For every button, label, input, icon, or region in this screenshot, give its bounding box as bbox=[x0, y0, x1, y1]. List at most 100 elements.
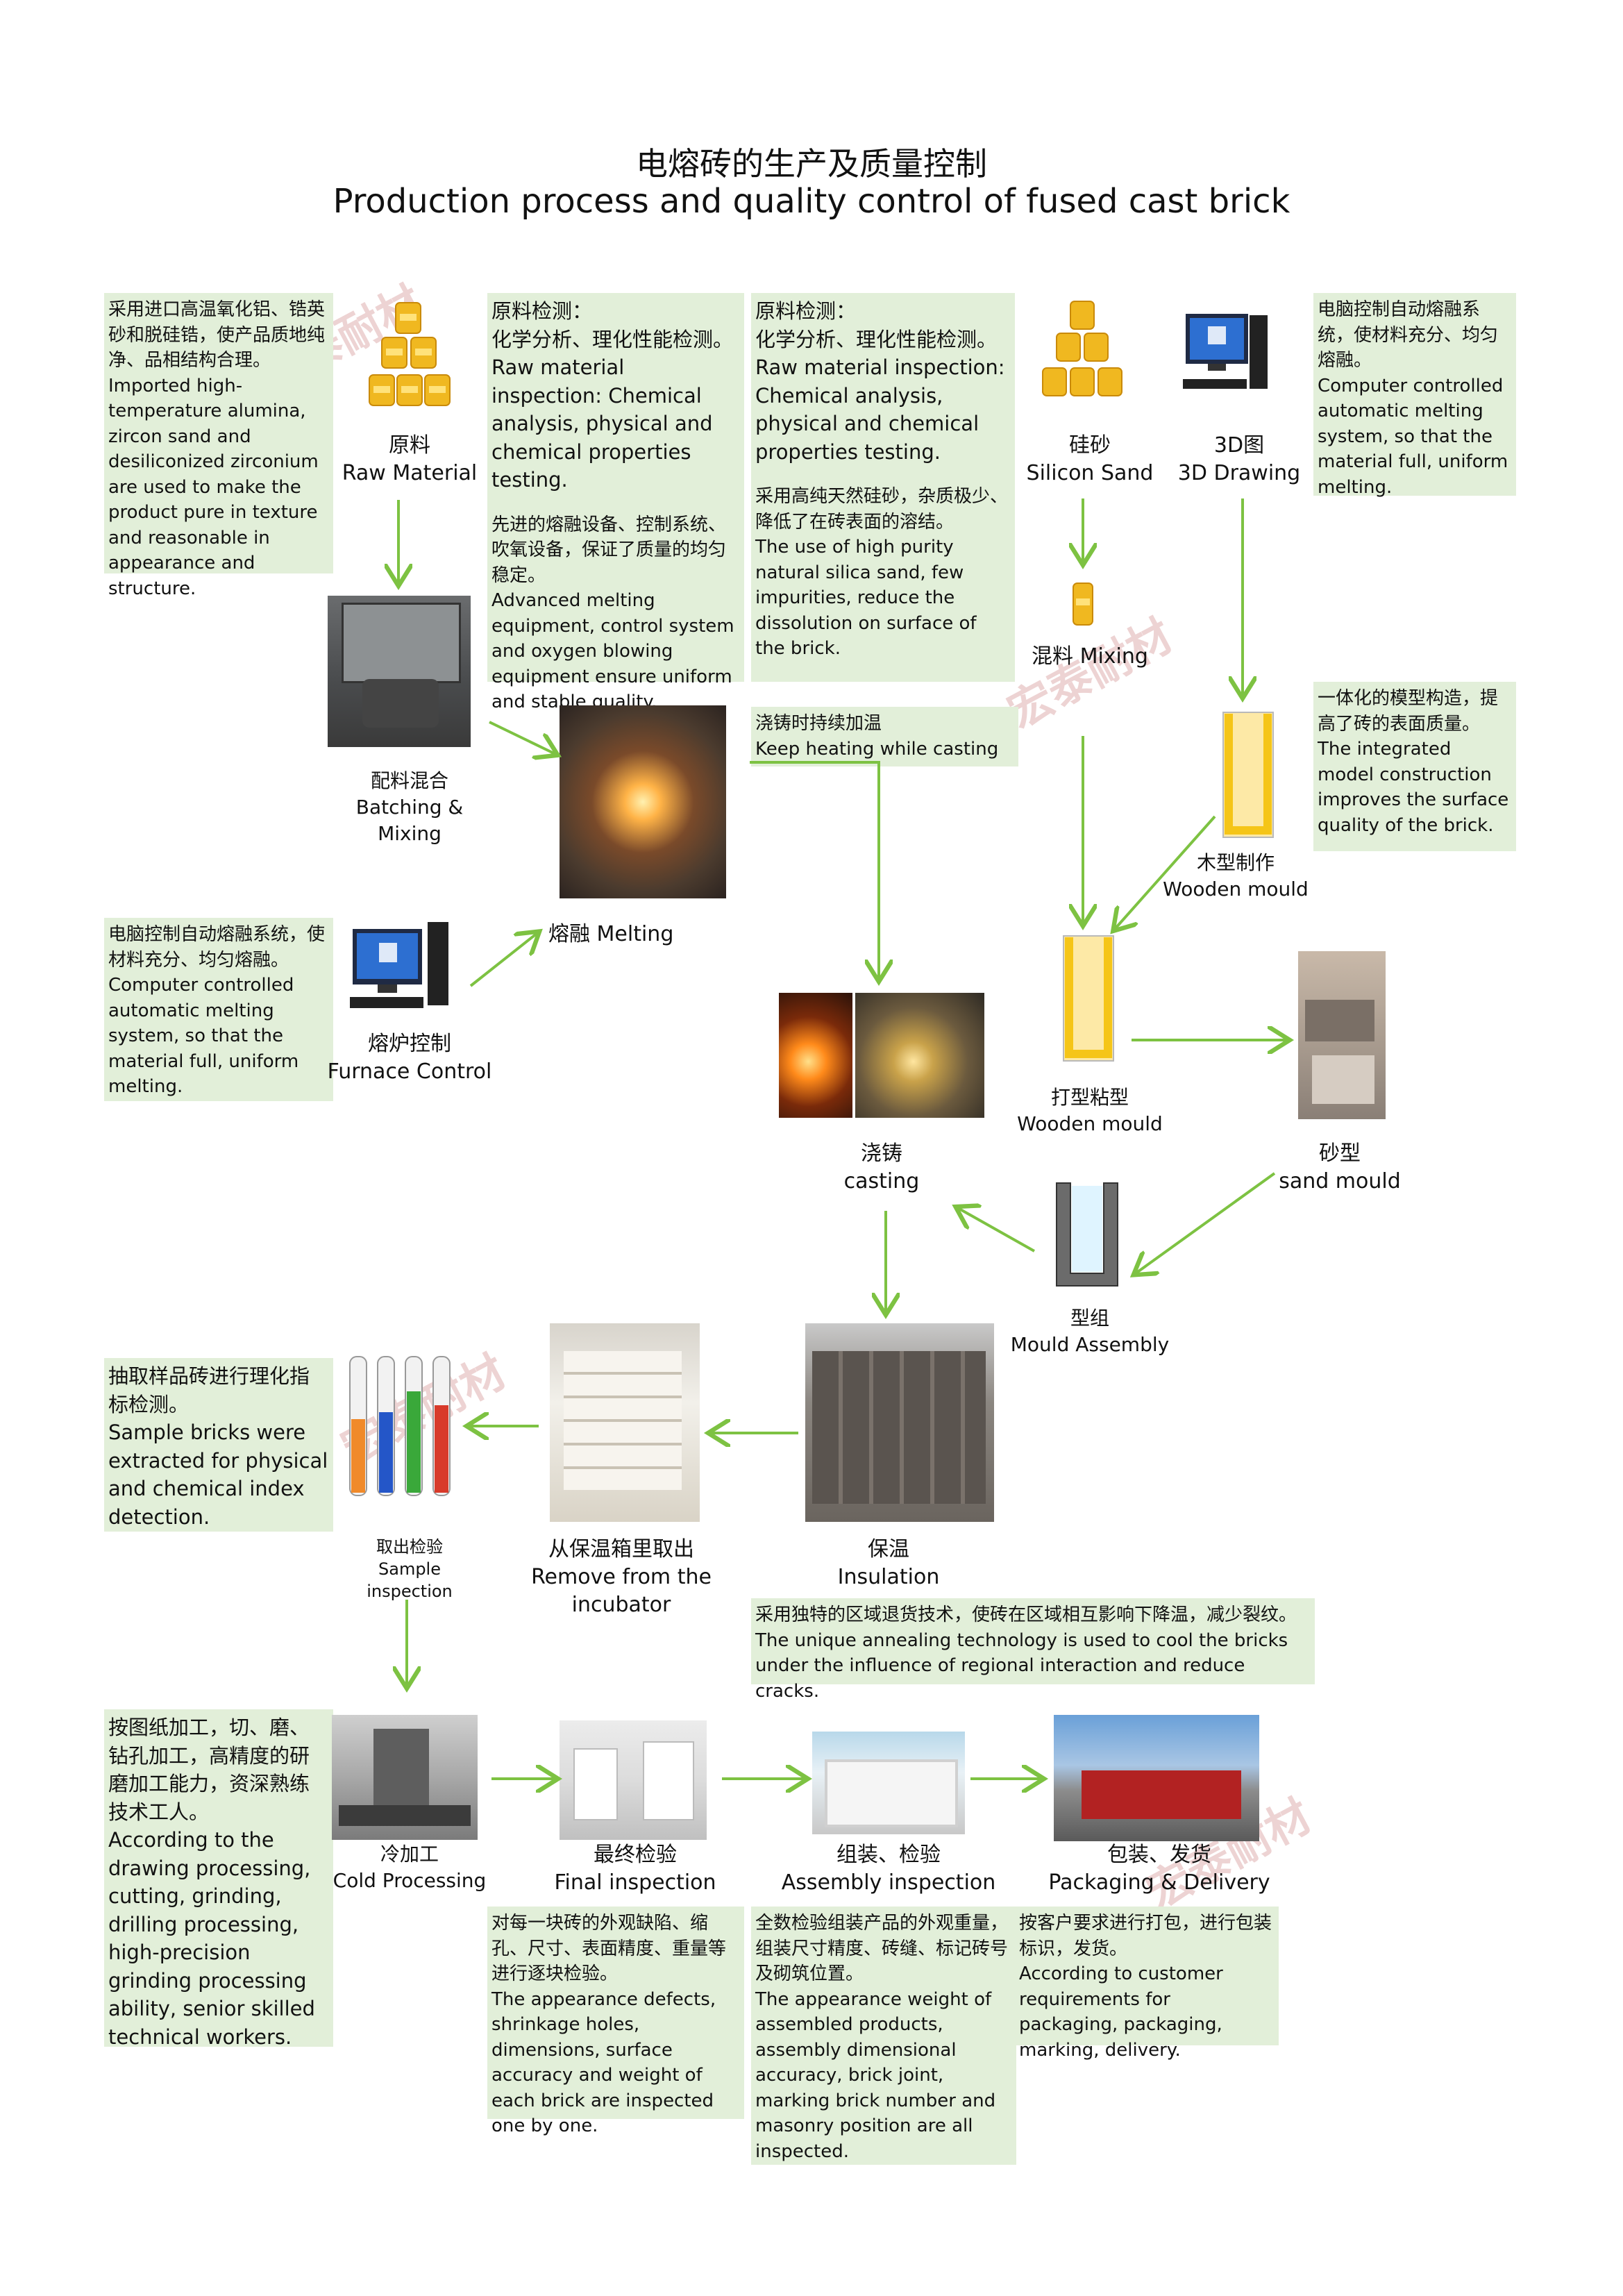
page-title-en: Production process and quality control o… bbox=[333, 182, 1290, 221]
arrow-assembly-to-casting bbox=[958, 1208, 1035, 1252]
note-en: Computer controlled automatic melting sy… bbox=[108, 975, 299, 1097]
label-silicon-sand: 硅砂 Silicon Sand bbox=[1014, 432, 1166, 487]
arrow-batching-to-melting bbox=[489, 721, 555, 754]
raw-material-barrels-icon bbox=[369, 302, 451, 406]
batching-mixing-photo bbox=[328, 596, 471, 747]
label-en: Raw Material bbox=[342, 461, 478, 485]
label-en: Batching & bbox=[355, 796, 464, 819]
final-inspection-photo bbox=[560, 1720, 707, 1840]
note-raw-inspection-2: 原料检测： 化学分析、理化性能检测。 Raw material inspecti… bbox=[751, 293, 1015, 682]
sand-mould-photo bbox=[1298, 951, 1386, 1119]
note-zh: 采用独特的区域退货技术，使砖在区域相互影响下降温，减少裂纹。 bbox=[755, 1604, 1297, 1625]
note-keep-heating: 浇铸时持续加温 Keep heating while casting bbox=[751, 707, 1018, 766]
label-zh: 取出检验 bbox=[376, 1537, 443, 1557]
label-zh: 硅砂 bbox=[1069, 433, 1111, 458]
note-en: The integrated model construction improv… bbox=[1318, 739, 1509, 836]
note-en: The unique annealing technology is used … bbox=[755, 1629, 1288, 1702]
label-zh: 砂型 bbox=[1319, 1141, 1361, 1166]
label-zh: 熔炉控制 bbox=[368, 1032, 451, 1056]
label-insulation: 保温 Insulation bbox=[819, 1536, 958, 1591]
note-en: Raw material inspection: Chemical analys… bbox=[491, 355, 713, 492]
label-zh: 木型制作 bbox=[1196, 851, 1275, 874]
label-final-inspection: 最终检验 Final inspection bbox=[535, 1841, 736, 1897]
note-zh: 先进的熔融设备、控制系统、吹氧设备，保证了质量的均匀稳定。 bbox=[491, 514, 727, 586]
label-mixing: 混料 Mixing bbox=[1020, 643, 1159, 671]
label-en: Wooden mould bbox=[1163, 878, 1309, 900]
mixing-barrel-icon bbox=[1073, 583, 1093, 626]
note-zh-head: 原料检测： bbox=[491, 299, 593, 323]
label-en: Cold Processing bbox=[333, 1869, 487, 1892]
note-final-inspection: 对每一块砖的外观缺陷、缩孔、尺寸、表面精度、重量等进行逐块检验。 The app… bbox=[487, 1907, 744, 2136]
note-en: Imported high-temperature alumina, zirco… bbox=[108, 375, 319, 599]
label-sample-inspection: 取出检验 Sample inspection bbox=[333, 1536, 486, 1602]
label-en: Packaging & Delivery bbox=[1048, 1870, 1270, 1895]
label-en: Wooden mould bbox=[1017, 1112, 1163, 1135]
label-furnace-control: 熔炉控制 Furnace Control bbox=[326, 1030, 493, 1086]
note-zh: 抽取样品砖进行理化指标检测。 bbox=[108, 1364, 310, 1416]
label-en: sand mould bbox=[1279, 1169, 1401, 1193]
label-en: Insulation bbox=[837, 1565, 940, 1589]
label-packaging: 包装、发货 Packaging & Delivery bbox=[1041, 1841, 1277, 1897]
furnace-control-computer-icon bbox=[350, 922, 448, 1008]
insulation-photo bbox=[805, 1323, 994, 1522]
note-zh: 电脑控制自动熔融系统，使材料充分、均匀熔融。 bbox=[108, 924, 326, 971]
label-zh: 包装、发货 bbox=[1107, 1843, 1211, 1867]
label-en: Furnace Control bbox=[327, 1059, 492, 1084]
note-zh: 采用高纯天然硅砂，杂质极少、降低了在砖表面的溶结。 bbox=[755, 486, 1009, 533]
note-en: The appearance weight of assembled produ… bbox=[755, 1988, 996, 2162]
label-en: casting bbox=[843, 1169, 920, 1193]
remove-incubator-photo bbox=[550, 1323, 700, 1522]
test-tubes-icon bbox=[349, 1356, 451, 1496]
label-remove-incubator: 从保温箱里取出 Remove from the incubator bbox=[486, 1536, 757, 1619]
note-zh-head: 原料检测： bbox=[755, 299, 857, 323]
label-en: 3D Drawing bbox=[1177, 461, 1301, 485]
label-wooden-mould-2: 打型粘型 Wooden mould bbox=[1007, 1084, 1173, 1137]
note-zh: 全数检验组装产品的外观重量，组装尺寸精度、砖缝、标记砖号及砌筑位置。 bbox=[755, 1913, 1009, 1984]
label-zh: 浇铸 bbox=[861, 1141, 902, 1166]
note-zh: 按图纸加工，切、磨、钻孔加工，高精度的研磨加工能力，资深熟练技术工人。 bbox=[108, 1716, 310, 1824]
label-assembly-inspection: 组装、检验 Assembly inspection bbox=[777, 1841, 1000, 1897]
note-annealing: 采用独特的区域退货技术，使砖在区域相互影响下降温，减少裂纹。 The uniqu… bbox=[751, 1598, 1315, 1702]
label-zh: 3D图 bbox=[1213, 433, 1265, 458]
note-zh: 化学分析、理化性能检测。 bbox=[755, 327, 998, 351]
label-zh: 混料 Mixing bbox=[1032, 644, 1148, 669]
arrow-wooden-to-assembled bbox=[1115, 815, 1216, 929]
note-en: According to customer requirements for p… bbox=[1019, 1963, 1223, 2061]
note-en: The appearance defects, shrinkage holes,… bbox=[491, 1988, 716, 2137]
casting-photo-right bbox=[855, 993, 984, 1118]
label-3d-drawing: 3D图 3D Drawing bbox=[1166, 432, 1312, 487]
label-en: Remove from the incubator bbox=[531, 1565, 712, 1617]
label-zh: 保温 bbox=[868, 1537, 909, 1561]
label-zh: 组装、检验 bbox=[836, 1843, 941, 1867]
label-batching: 配料混合 Batching & Mixing bbox=[326, 768, 493, 847]
note-computer-control-left: 电脑控制自动熔融系统，使材料充分、均匀熔融。 Computer controll… bbox=[104, 918, 333, 1101]
label-raw-material: 原料 Raw Material bbox=[326, 432, 493, 487]
cold-processing-photo bbox=[332, 1715, 478, 1840]
label-en: Mould Assembly bbox=[1010, 1333, 1170, 1356]
note-en: Computer controlled automatic melting sy… bbox=[1318, 375, 1508, 498]
casting-photo-left bbox=[779, 993, 852, 1118]
melting-photo bbox=[560, 705, 726, 898]
silicon-sand-barrels-icon bbox=[1042, 301, 1122, 396]
note-cold-processing: 按图纸加工，切、磨、钻孔加工，高精度的研磨加工能力，资深熟练技术工人。 Acco… bbox=[104, 1709, 333, 2049]
note-en: According to the drawing processing, cut… bbox=[108, 1828, 315, 2049]
arrow-keep-heating-to-casting bbox=[750, 761, 879, 979]
label-en-2: Mixing bbox=[378, 822, 442, 845]
note-raw-inspection-1: 原料检测： 化学分析、理化性能检测。 Raw material inspecti… bbox=[487, 293, 744, 712]
note-raw-material: 采用进口高温氧化铝、锆英砂和脱硅锆，使产品质地纯净、品相结构合理。 Import… bbox=[104, 293, 333, 599]
note-zh: 对每一块砖的外观缺陷、缩孔、尺寸、表面精度、重量等进行逐块检验。 bbox=[491, 1913, 727, 1984]
label-zh: 熔融 Melting bbox=[548, 922, 674, 946]
label-zh: 原料 bbox=[389, 433, 430, 458]
note-zh: 浇铸时持续加温 bbox=[755, 713, 882, 734]
arrow-furnace-to-melting bbox=[469, 933, 537, 987]
note-zh: 电脑控制自动熔融系统，使材料充分、均匀熔融。 bbox=[1318, 299, 1499, 371]
note-en: The use of high purity natural silica sa… bbox=[755, 537, 977, 659]
note-sample-detection: 抽取样品砖进行理化指标检测。 Sample bricks were extrac… bbox=[104, 1358, 333, 1532]
label-zh: 从保温箱里取出 bbox=[548, 1537, 694, 1561]
note-integrated-mould: 一体化的模型构造，提高了砖的表面质量。 The integrated model… bbox=[1313, 682, 1516, 851]
label-zh: 打型粘型 bbox=[1050, 1086, 1129, 1109]
label-en: Silicon Sand bbox=[1026, 461, 1154, 485]
label-en: Assembly inspection bbox=[781, 1870, 996, 1895]
label-casting: 浇铸 casting bbox=[812, 1140, 951, 1196]
arrow-sand-to-assembly bbox=[1136, 1172, 1276, 1273]
